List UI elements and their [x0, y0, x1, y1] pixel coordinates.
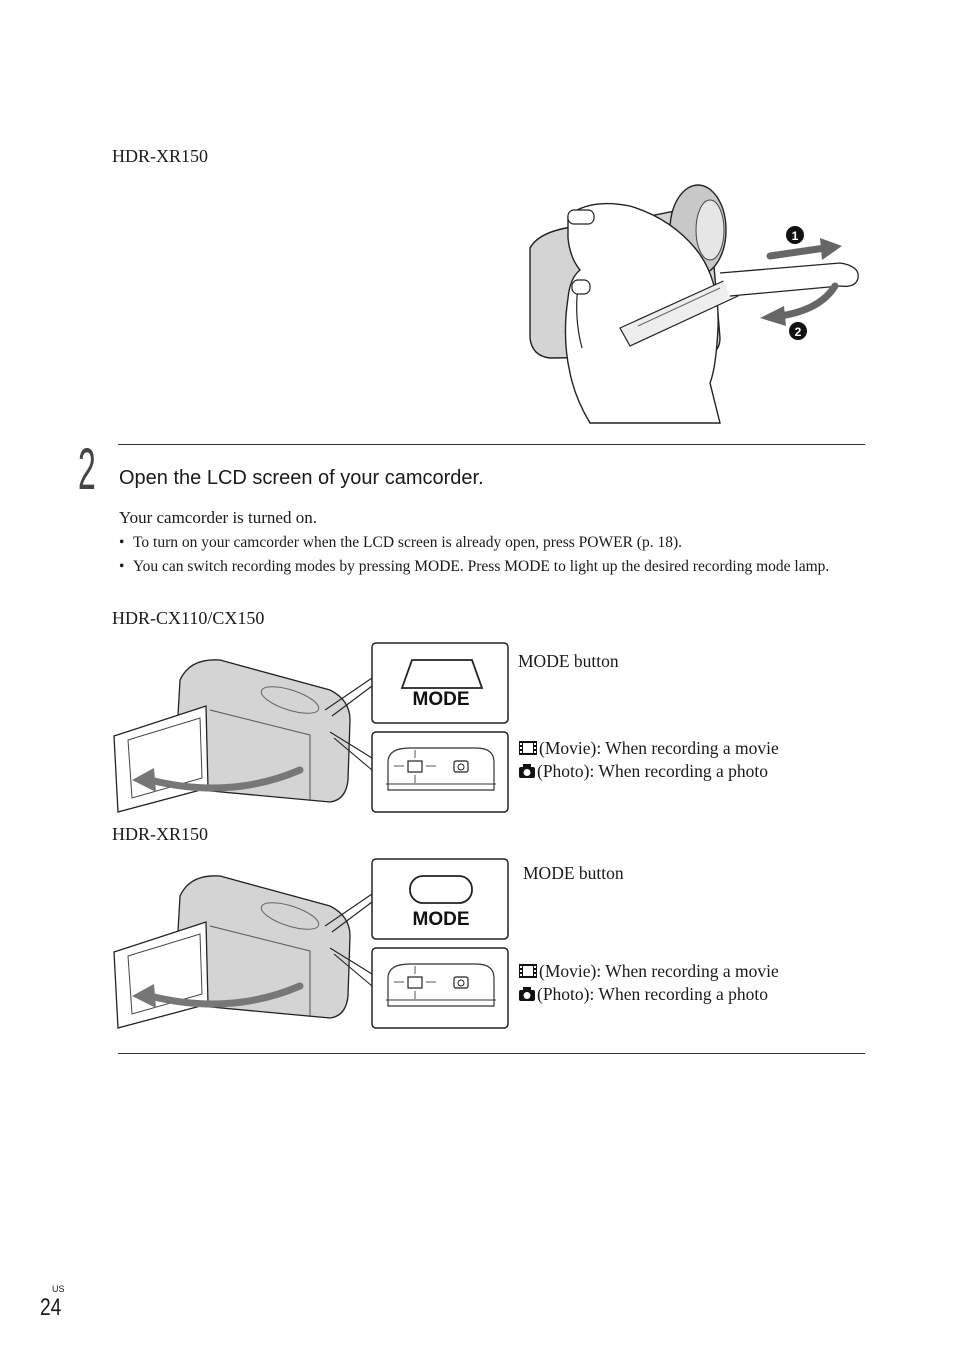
step-result: Your camcorder is turned on.: [119, 508, 317, 527]
movie-caption-1: (Movie): When recording a movie: [539, 738, 779, 758]
photo-caption-row-2: (Photo): When recording a photo: [518, 983, 768, 1008]
camera-icon: [518, 762, 536, 785]
movie-caption-2: (Movie): When recording a movie: [539, 961, 779, 981]
movie-caption-row-1: (Movie): When recording a movie: [518, 737, 779, 762]
bullet-text: To turn on your camcorder when the LCD s…: [133, 534, 683, 551]
mode-button-label: MODE: [413, 909, 470, 930]
mode-button-caption-1: MODE button: [518, 651, 619, 671]
step-number: 2: [78, 437, 96, 502]
step-bullets: •To turn on your camcorder when the LCD …: [119, 531, 867, 579]
step-bottom-rule: [118, 1053, 865, 1054]
marker-1-icon: [786, 226, 804, 244]
movie-caption-row-2: (Movie): When recording a movie: [518, 960, 779, 985]
photo-caption-row-1: (Photo): When recording a photo: [518, 760, 768, 785]
bullet-text: You can switch recording modes by pressi…: [133, 558, 830, 575]
bullet-item: •You can switch recording modes by press…: [119, 555, 867, 579]
film-icon: [518, 739, 538, 762]
model-label-xr150: HDR-XR150: [112, 824, 209, 844]
grip-belt-illustration: 1 2: [529, 184, 859, 424]
photo-caption-1: (Photo): When recording a photo: [537, 761, 769, 781]
camera-icon: [518, 985, 536, 1008]
movie-lamp-icon: [407, 760, 423, 773]
model-label-top: HDR-XR150: [112, 146, 209, 166]
photo-caption-2: (Photo): When recording a photo: [537, 984, 769, 1004]
mode-button-label: MODE: [413, 689, 470, 710]
photo-lamp-icon: [453, 760, 469, 773]
marker-2-icon: [789, 322, 807, 340]
camcorder-lcd-illustration-1: MODE: [113, 642, 509, 813]
camcorder-lcd-illustration-2: MODE: [113, 858, 509, 1029]
model-label-cx110: HDR-CX110/CX150: [112, 608, 265, 628]
bullet-item: •To turn on your camcorder when the LCD …: [119, 531, 867, 555]
marker-2-label: 2: [795, 325, 802, 339]
step-top-rule: [118, 444, 865, 445]
step-title: Open the LCD screen of your camcorder.: [119, 467, 484, 489]
film-icon: [518, 962, 538, 985]
photo-lamp-icon: [453, 976, 469, 989]
mode-button-caption-2: MODE button: [523, 863, 624, 883]
region-label: US: [52, 1284, 65, 1294]
page-number: 24: [40, 1294, 62, 1321]
movie-lamp-icon: [407, 976, 423, 989]
marker-1-label: 1: [792, 229, 799, 243]
